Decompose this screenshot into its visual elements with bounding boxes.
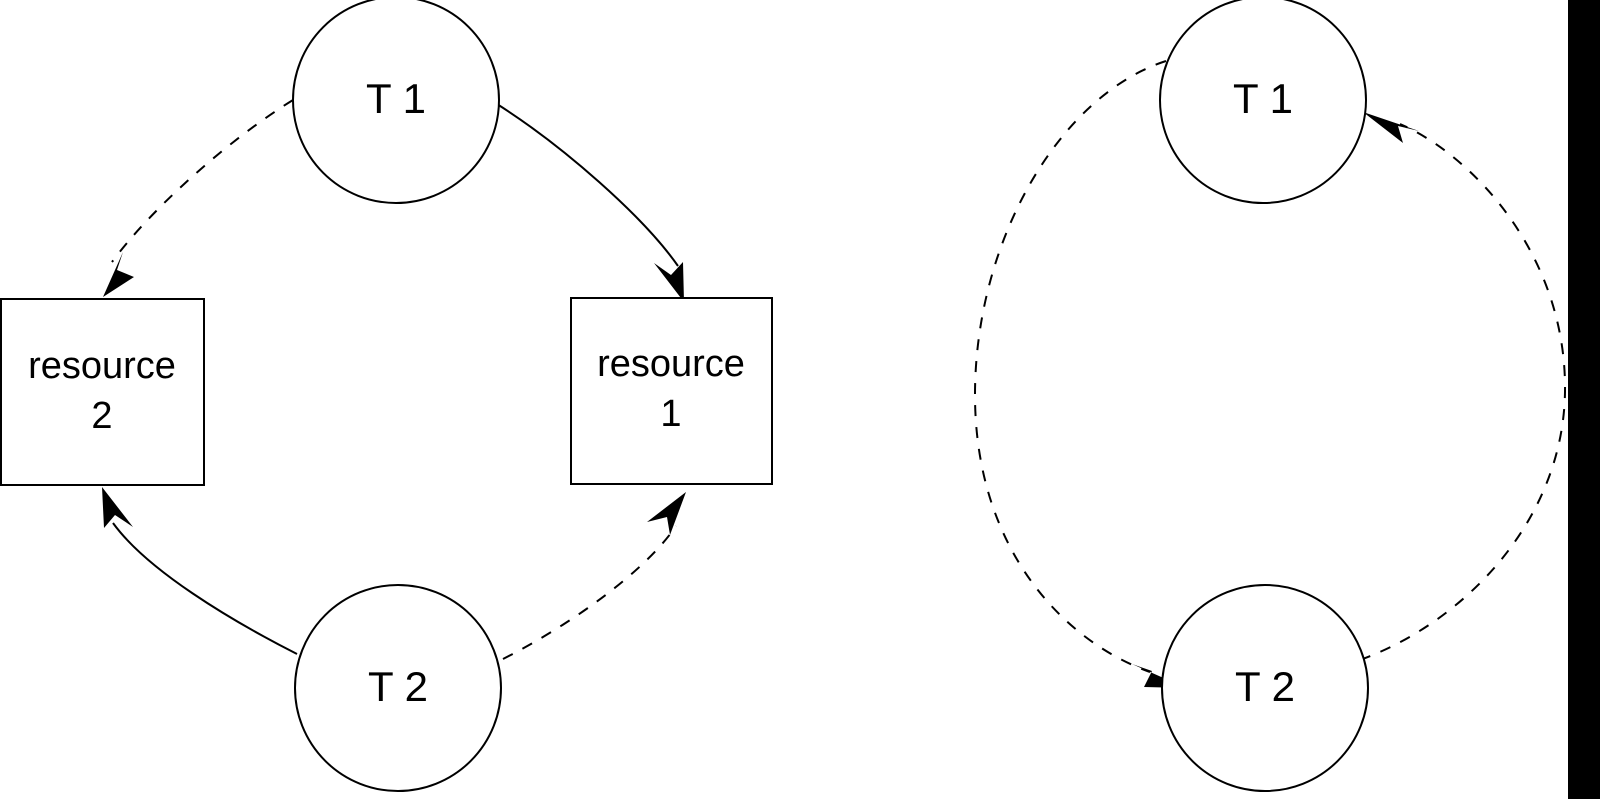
node-left-t1-label: T 1 xyxy=(366,75,426,122)
node-right-t2-circle[interactable] xyxy=(1161,584,1369,792)
node-resource-1[interactable]: resource 1 xyxy=(570,297,773,485)
node-resource-2-label-line1: resource xyxy=(28,345,176,387)
node-right-t1[interactable]: T 1 xyxy=(1159,0,1367,204)
node-right-t1-label: T 1 xyxy=(1233,75,1293,122)
edge-t2-to-resource1-arrowhead xyxy=(647,492,686,535)
panel-resource-allocation-graph: resource 2 resource 1 T 1 T 2 xyxy=(0,0,773,792)
node-left-t1-circle[interactable] xyxy=(292,0,500,204)
node-resource-2-label-line2: 2 xyxy=(91,395,112,437)
panel-wait-for-graph: T 1 T 2 xyxy=(973,0,1567,792)
node-resource-1-label-line1: resource xyxy=(597,343,745,385)
node-left-t2-label: T 2 xyxy=(368,663,428,710)
edge-t2-waits-for-t1-arrowhead xyxy=(1363,112,1419,143)
edge-t1-waits-for-t2-path xyxy=(973,60,1167,673)
edge-t1-to-resource2 xyxy=(103,99,294,297)
edge-t1-to-resource1-path xyxy=(496,103,679,267)
edge-t2-to-resource1 xyxy=(502,492,686,660)
edge-t1-to-resource1 xyxy=(496,103,684,302)
node-right-t2[interactable]: T 2 xyxy=(1161,584,1369,792)
edge-t1-to-resource2-arrowhead xyxy=(103,252,134,297)
edge-t2-to-resource1-path xyxy=(502,525,677,660)
edge-t2-waits-for-t1-path xyxy=(1359,123,1567,661)
edge-t1-waits-for-t2 xyxy=(973,60,1186,688)
right-edge-band xyxy=(1568,0,1600,799)
node-resource-1-rect[interactable] xyxy=(570,297,773,485)
node-left-t1[interactable]: T 1 xyxy=(292,0,500,204)
edge-t1-to-resource2-path xyxy=(111,99,294,263)
node-right-t2-label: T 2 xyxy=(1235,663,1295,710)
edge-t2-to-resource2-arrowhead xyxy=(102,487,133,528)
node-left-t2[interactable]: T 2 xyxy=(294,584,502,792)
edge-t2-to-resource2 xyxy=(102,487,298,655)
edge-t2-waits-for-t1 xyxy=(1359,112,1567,661)
node-right-t1-circle[interactable] xyxy=(1159,0,1367,204)
edge-t1-to-resource1-arrowhead xyxy=(654,262,684,302)
node-resource-2-rect[interactable] xyxy=(0,298,205,486)
node-left-t2-circle[interactable] xyxy=(294,584,502,792)
node-resource-2[interactable]: resource 2 xyxy=(0,298,205,486)
node-resource-1-label-line2: 1 xyxy=(660,393,681,435)
edge-t2-to-resource2-path xyxy=(112,522,298,655)
